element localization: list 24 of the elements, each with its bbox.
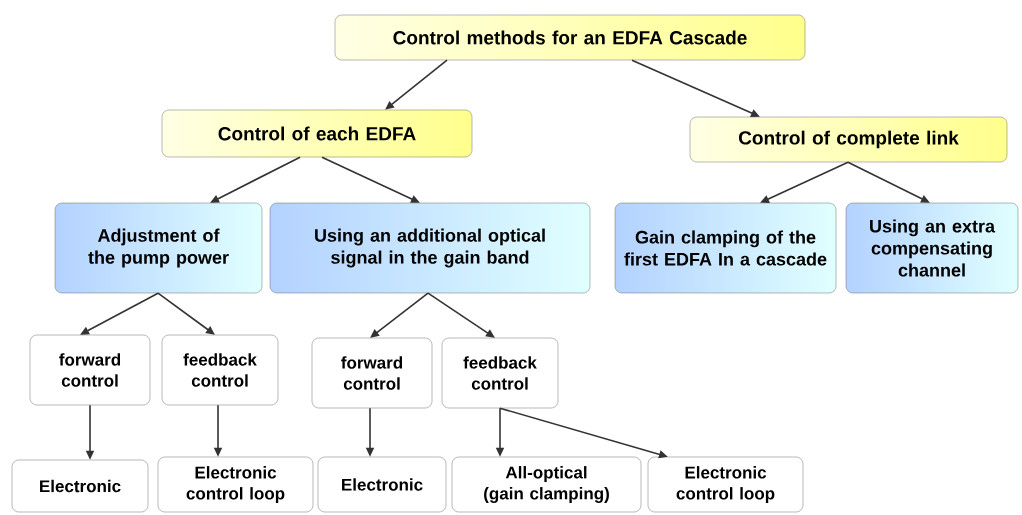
- arrow: [370, 292, 429, 338]
- arrow: [427, 292, 495, 338]
- method-box: Adjustment of the pump power: [54, 202, 263, 294]
- option-box: feedback control: [441, 337, 559, 409]
- option-box: All-optical (gain clamping): [451, 456, 642, 513]
- option-box: Electronic: [11, 459, 149, 513]
- option-box: forward control: [29, 334, 151, 406]
- arrow: [210, 156, 301, 203]
- category-box: Control of complete link: [689, 116, 1008, 163]
- method-box: Using an additional optical signal in the gain band: [269, 202, 591, 294]
- option-box: forward control: [311, 337, 433, 409]
- category-box: Control methods for an EDFA Cascade: [334, 14, 806, 61]
- arrow: [847, 161, 930, 203]
- option-box: Electronic: [317, 456, 447, 513]
- option-box: feedback control: [161, 334, 279, 406]
- method-box: Using an extra compensating channel: [845, 202, 1019, 294]
- option-box: Electronic control loop: [157, 456, 314, 513]
- category-box: Control of each EDFA: [161, 109, 473, 158]
- arrow: [80, 292, 159, 335]
- option-box: Electronic control loop: [647, 456, 804, 513]
- method-box: Gain clamping of the first EDFA In a cascade: [614, 202, 837, 294]
- arrow: [385, 59, 448, 110]
- arrow: [157, 292, 215, 335]
- arrow: [321, 156, 420, 203]
